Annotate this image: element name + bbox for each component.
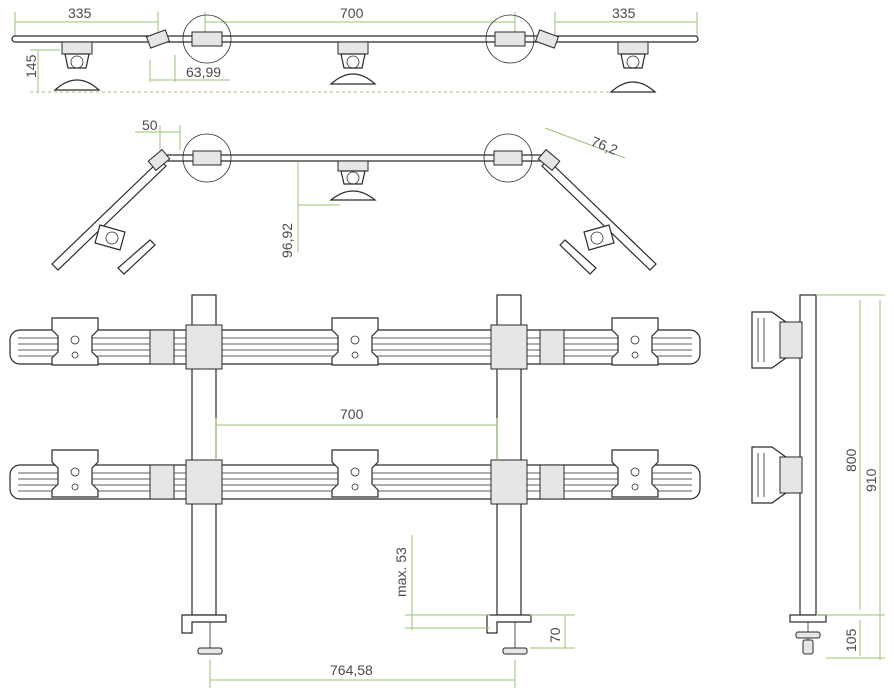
vesa-plate-upper-right xyxy=(611,317,659,366)
angled-view-mount-right xyxy=(559,224,615,275)
front-view-dimensions xyxy=(209,418,575,688)
side-view-dimensions xyxy=(816,294,885,660)
angled-dim-left: 50 xyxy=(142,117,158,133)
front-dim-base: 764,58 xyxy=(330,662,373,678)
front-view: 700 max. 53 70 764,58 xyxy=(9,294,701,688)
top-dim-right: 335 xyxy=(612,5,636,21)
top-view: 335 700 335 145 63,99 xyxy=(11,5,699,93)
front-pole-left xyxy=(181,294,227,655)
top-dim-center: 700 xyxy=(340,5,364,21)
top-dim-left: 335 xyxy=(68,5,92,21)
front-dim-spacing: 700 xyxy=(340,406,364,422)
side-clamp xyxy=(789,614,827,655)
vesa-plate-upper-left xyxy=(51,317,99,366)
angled-view-mount-left xyxy=(94,224,156,275)
front-pole-right xyxy=(486,294,532,655)
top-view-bar xyxy=(11,14,699,64)
front-vesa-plates xyxy=(51,317,659,498)
top-view-mount-center xyxy=(329,41,377,85)
vesa-plate-lower-left xyxy=(51,449,99,498)
angled-view-dimensions xyxy=(135,125,626,252)
top-dim-height: 145 xyxy=(23,54,39,78)
angled-dim-right: 76,2 xyxy=(589,133,620,158)
side-dim-105: 105 xyxy=(843,628,859,652)
side-dim-910: 910 xyxy=(863,468,879,492)
angled-dim-depth: 96,92 xyxy=(279,223,295,258)
angled-view-mount-center xyxy=(329,160,377,201)
top-dim-offset: 63,99 xyxy=(186,64,221,80)
side-mount-lower xyxy=(751,446,803,504)
side-mount-upper xyxy=(751,311,803,369)
vesa-plate-lower-right xyxy=(611,449,659,498)
side-dim-800: 800 xyxy=(843,448,859,472)
angled-view-bar xyxy=(51,133,657,271)
top-view-mount-left xyxy=(53,41,101,91)
front-dim-max: max. 53 xyxy=(393,547,409,597)
side-view: 800 910 105 xyxy=(751,294,885,660)
top-view-mount-right xyxy=(609,41,657,93)
front-dim-clamp: 70 xyxy=(547,627,563,643)
vesa-plate-lower-center xyxy=(331,449,379,498)
angled-view: 50 76,2 96,92 xyxy=(51,117,657,275)
vesa-plate-upper-center xyxy=(331,317,379,366)
